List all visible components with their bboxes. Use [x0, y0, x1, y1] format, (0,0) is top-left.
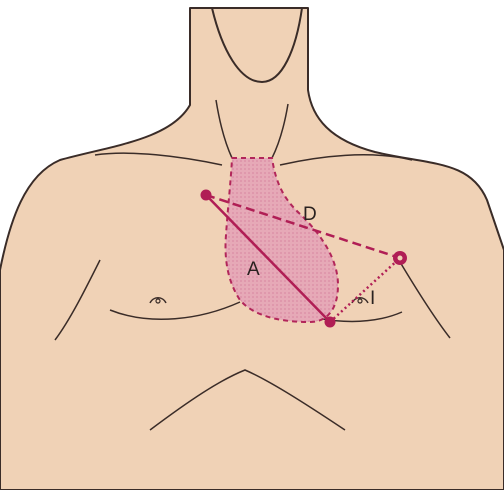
- right-arm-electrode-dot: [201, 190, 212, 201]
- label-d: D: [303, 204, 317, 225]
- left-arm-electrode-dot-center: [398, 256, 403, 261]
- left-leg-electrode-dot: [325, 317, 336, 328]
- label-i: I: [370, 288, 375, 309]
- label-a: A: [247, 259, 260, 280]
